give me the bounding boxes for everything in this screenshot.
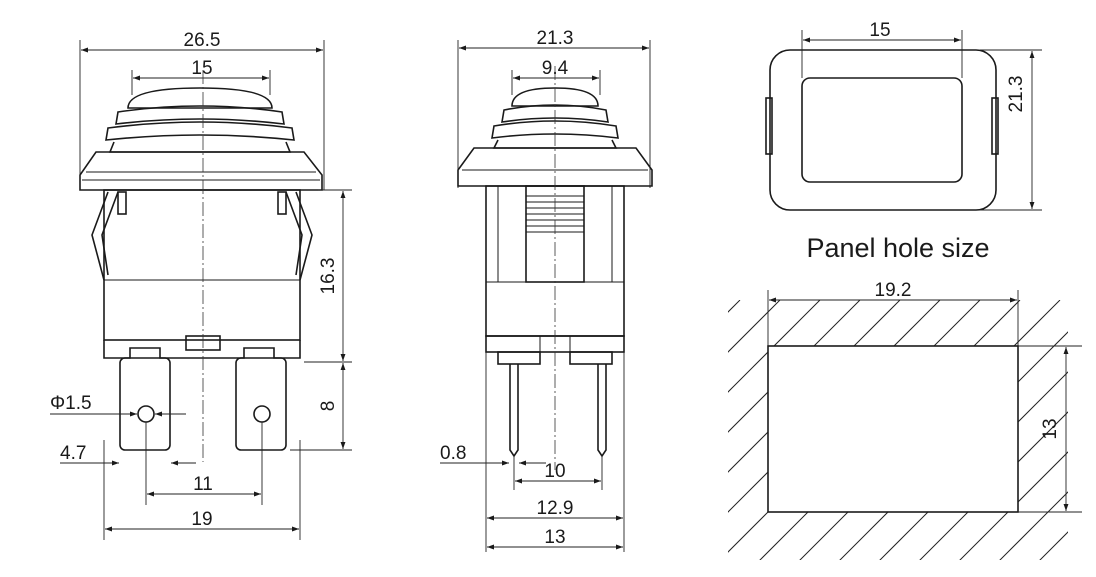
dim-width-overall: 26.5 bbox=[184, 30, 221, 51]
dim-pin-span: 12.9 bbox=[537, 498, 574, 519]
front-view: 26.5 15 16.3 8 Φ1.5 4.7 11 19 bbox=[50, 30, 352, 540]
panel-hole-caption: Panel hole size bbox=[806, 233, 989, 263]
dim-terminal-length: 8 bbox=[318, 401, 339, 412]
dim-hole-diameter: Φ1.5 bbox=[50, 393, 92, 414]
panel-hole-cutout bbox=[767, 345, 1019, 513]
dim-window-width: 15 bbox=[869, 20, 890, 41]
dim-base-width: 19 bbox=[191, 509, 212, 530]
dim-hole-height: 13 bbox=[1040, 418, 1061, 439]
dim-pin-pitch: 10 bbox=[544, 461, 565, 482]
dim-terminal-width: 4.7 bbox=[60, 443, 86, 464]
dim-side-width-overall: 21.3 bbox=[537, 28, 574, 49]
dim-body-height: 16.3 bbox=[318, 258, 339, 295]
top-view: 15 21.3 bbox=[765, 20, 1042, 211]
dim-side-base-width: 13 bbox=[544, 527, 565, 548]
dim-cap-width: 15 bbox=[191, 58, 212, 79]
side-view: 21.3 9.4 0.8 10 12.9 13 bbox=[440, 28, 653, 552]
dim-side-cap-width: 9.4 bbox=[542, 58, 569, 79]
dim-terminal-pitch: 11 bbox=[193, 474, 213, 495]
dim-hole-width: 19.2 bbox=[875, 280, 912, 301]
panel-hole: Panel hole size 19.2 13 bbox=[728, 233, 1082, 560]
dim-top-height: 21.3 bbox=[1006, 76, 1027, 113]
dim-pin-thickness: 0.8 bbox=[440, 443, 466, 464]
